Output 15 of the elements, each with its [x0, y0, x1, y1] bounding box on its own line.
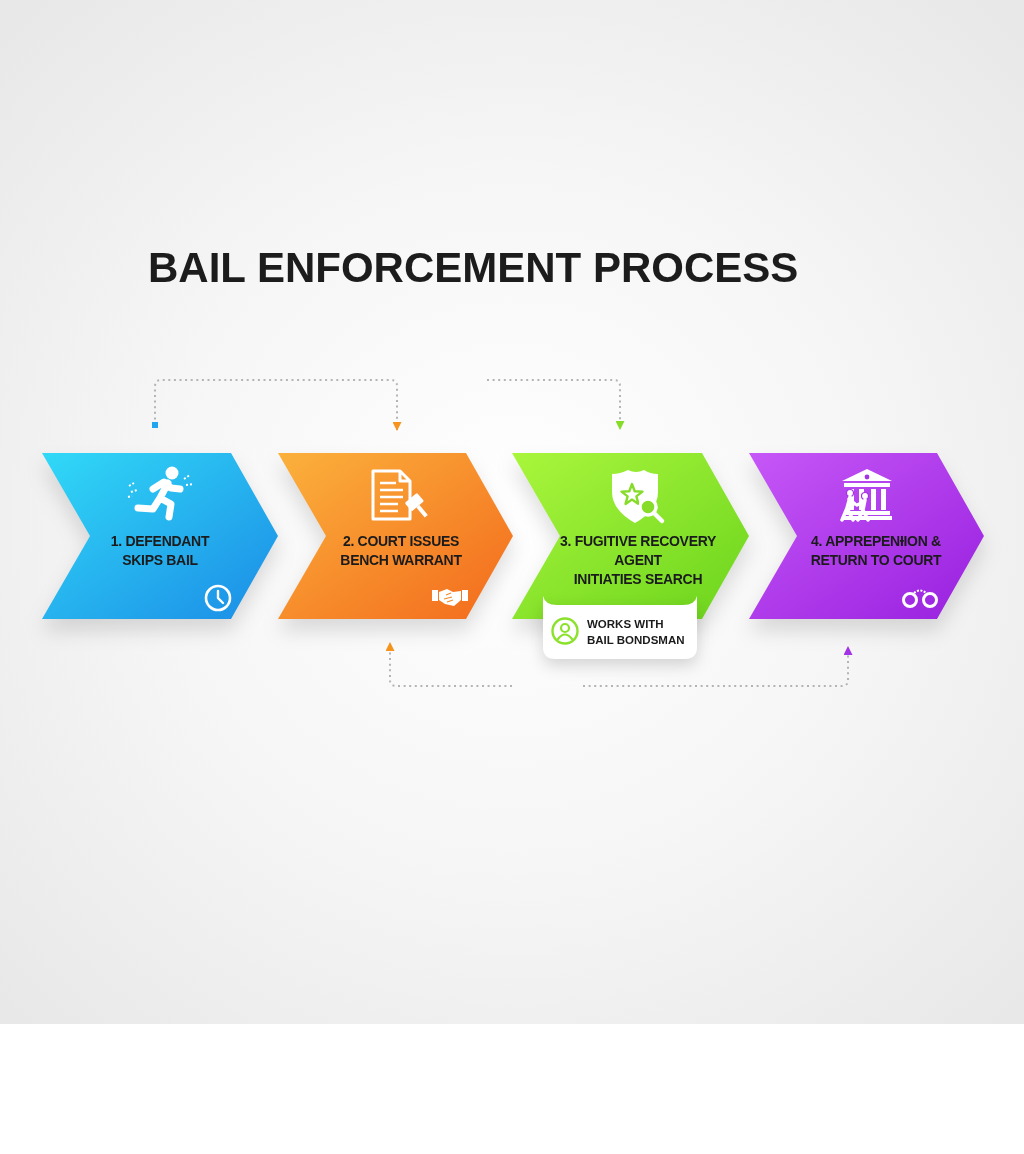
callout-text: WORKS WITH BAIL BONDSMAN [587, 617, 685, 648]
chevron-step [42, 453, 278, 619]
dotted-arrow [385, 642, 513, 687]
callout-card [543, 596, 697, 659]
step-label: 1. DEFENDANT SKIPS BAIL [110, 532, 210, 570]
title: BAIL ENFORCEMENT PROCESS [148, 247, 799, 289]
chevron-step [278, 453, 513, 619]
chevron-step [512, 453, 749, 619]
step-label: 3. FUGITIVE RECOVERY AGENT INITIATIES SEARCH [559, 532, 717, 589]
chevron-step [749, 453, 984, 619]
dotted-arrow [582, 646, 853, 687]
dotted-arrow [486, 379, 625, 430]
dotted-arrow [152, 379, 402, 431]
step-label: 2. COURT ISSUES BENCH WARRANT [340, 532, 462, 570]
step-label: 4. APPREPENƗION & RETURN TO COURT [810, 532, 942, 570]
